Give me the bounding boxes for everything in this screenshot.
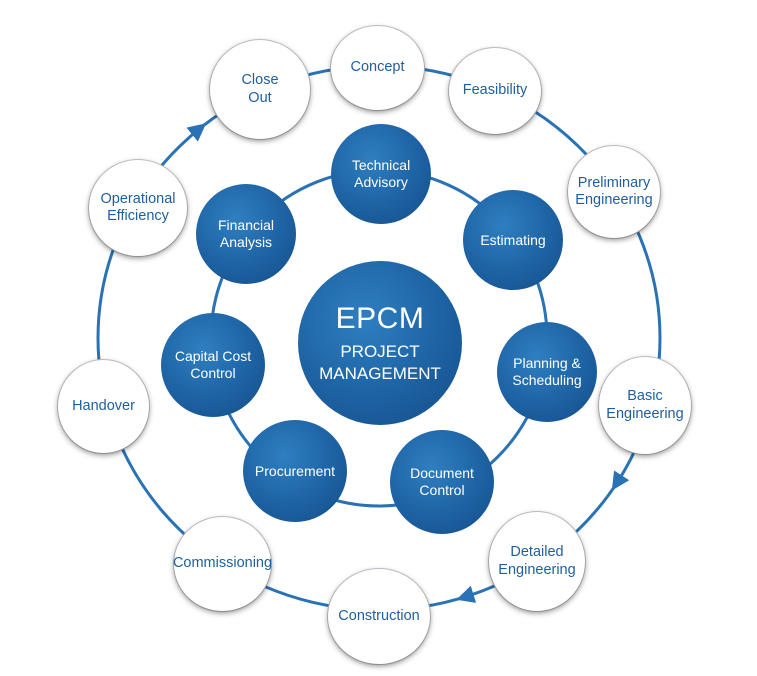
stage-handover: Handover: [58, 360, 149, 453]
center-hub: EPCM PROJECT MANAGEMENT: [298, 261, 462, 425]
stage-label: Close Out: [241, 72, 279, 106]
service-technical-advisory: Technical Advisory: [331, 124, 431, 224]
stage-preliminary-engineering: Preliminary Engineering: [568, 146, 660, 238]
service-procurement: Procurement: [243, 420, 347, 522]
service-planning-scheduling: Planning & Scheduling: [497, 322, 597, 422]
center-title: EPCM: [335, 302, 425, 336]
stage-label: Detailed Engineering: [498, 544, 576, 578]
stage-concept: Concept: [331, 26, 424, 110]
service-label: Planning & Scheduling: [512, 355, 582, 388]
flow-arrow-icon: [456, 585, 477, 603]
stage-commissioning: Commissioning: [172, 517, 273, 611]
flow-arrow-icon: [611, 470, 630, 491]
stage-detailed-engineering: Detailed Engineering: [489, 512, 585, 611]
service-label: Capital Cost Control: [174, 348, 252, 381]
stage-feasibility: Feasibility: [449, 48, 541, 134]
stage-label: Operational Efficiency: [100, 190, 176, 224]
stage-label: Construction: [338, 607, 420, 624]
stage-label: Feasibility: [462, 82, 528, 99]
service-label: Financial Analysis: [217, 217, 275, 250]
stage-label: Commissioning: [172, 555, 273, 572]
service-capital-cost-control: Capital Cost Control: [161, 313, 265, 417]
center-subtitle: PROJECT MANAGEMENT: [319, 342, 441, 383]
stage-basic-engineering: Basic Engineering: [599, 357, 691, 454]
stage-label: Basic Engineering: [606, 388, 684, 422]
service-estimating: Estimating: [463, 190, 563, 290]
service-label: Estimating: [480, 231, 546, 248]
stage-construction: Construction: [328, 569, 430, 664]
service-label: Procurement: [254, 462, 336, 479]
service-label: Document Control: [410, 465, 474, 498]
stage-label: Preliminary Engineering: [575, 174, 653, 208]
stage-label: Handover: [72, 397, 135, 414]
service-financial-analysis: Financial Analysis: [196, 184, 296, 284]
stage-label: Concept: [350, 59, 405, 76]
service-label: Technical Advisory: [351, 157, 411, 190]
stage-operational-efficiency: Operational Efficiency: [89, 160, 187, 256]
stage-close-out: Close Out: [210, 40, 310, 139]
flow-arrow-icon: [186, 123, 207, 142]
service-document-control: Document Control: [390, 430, 494, 534]
